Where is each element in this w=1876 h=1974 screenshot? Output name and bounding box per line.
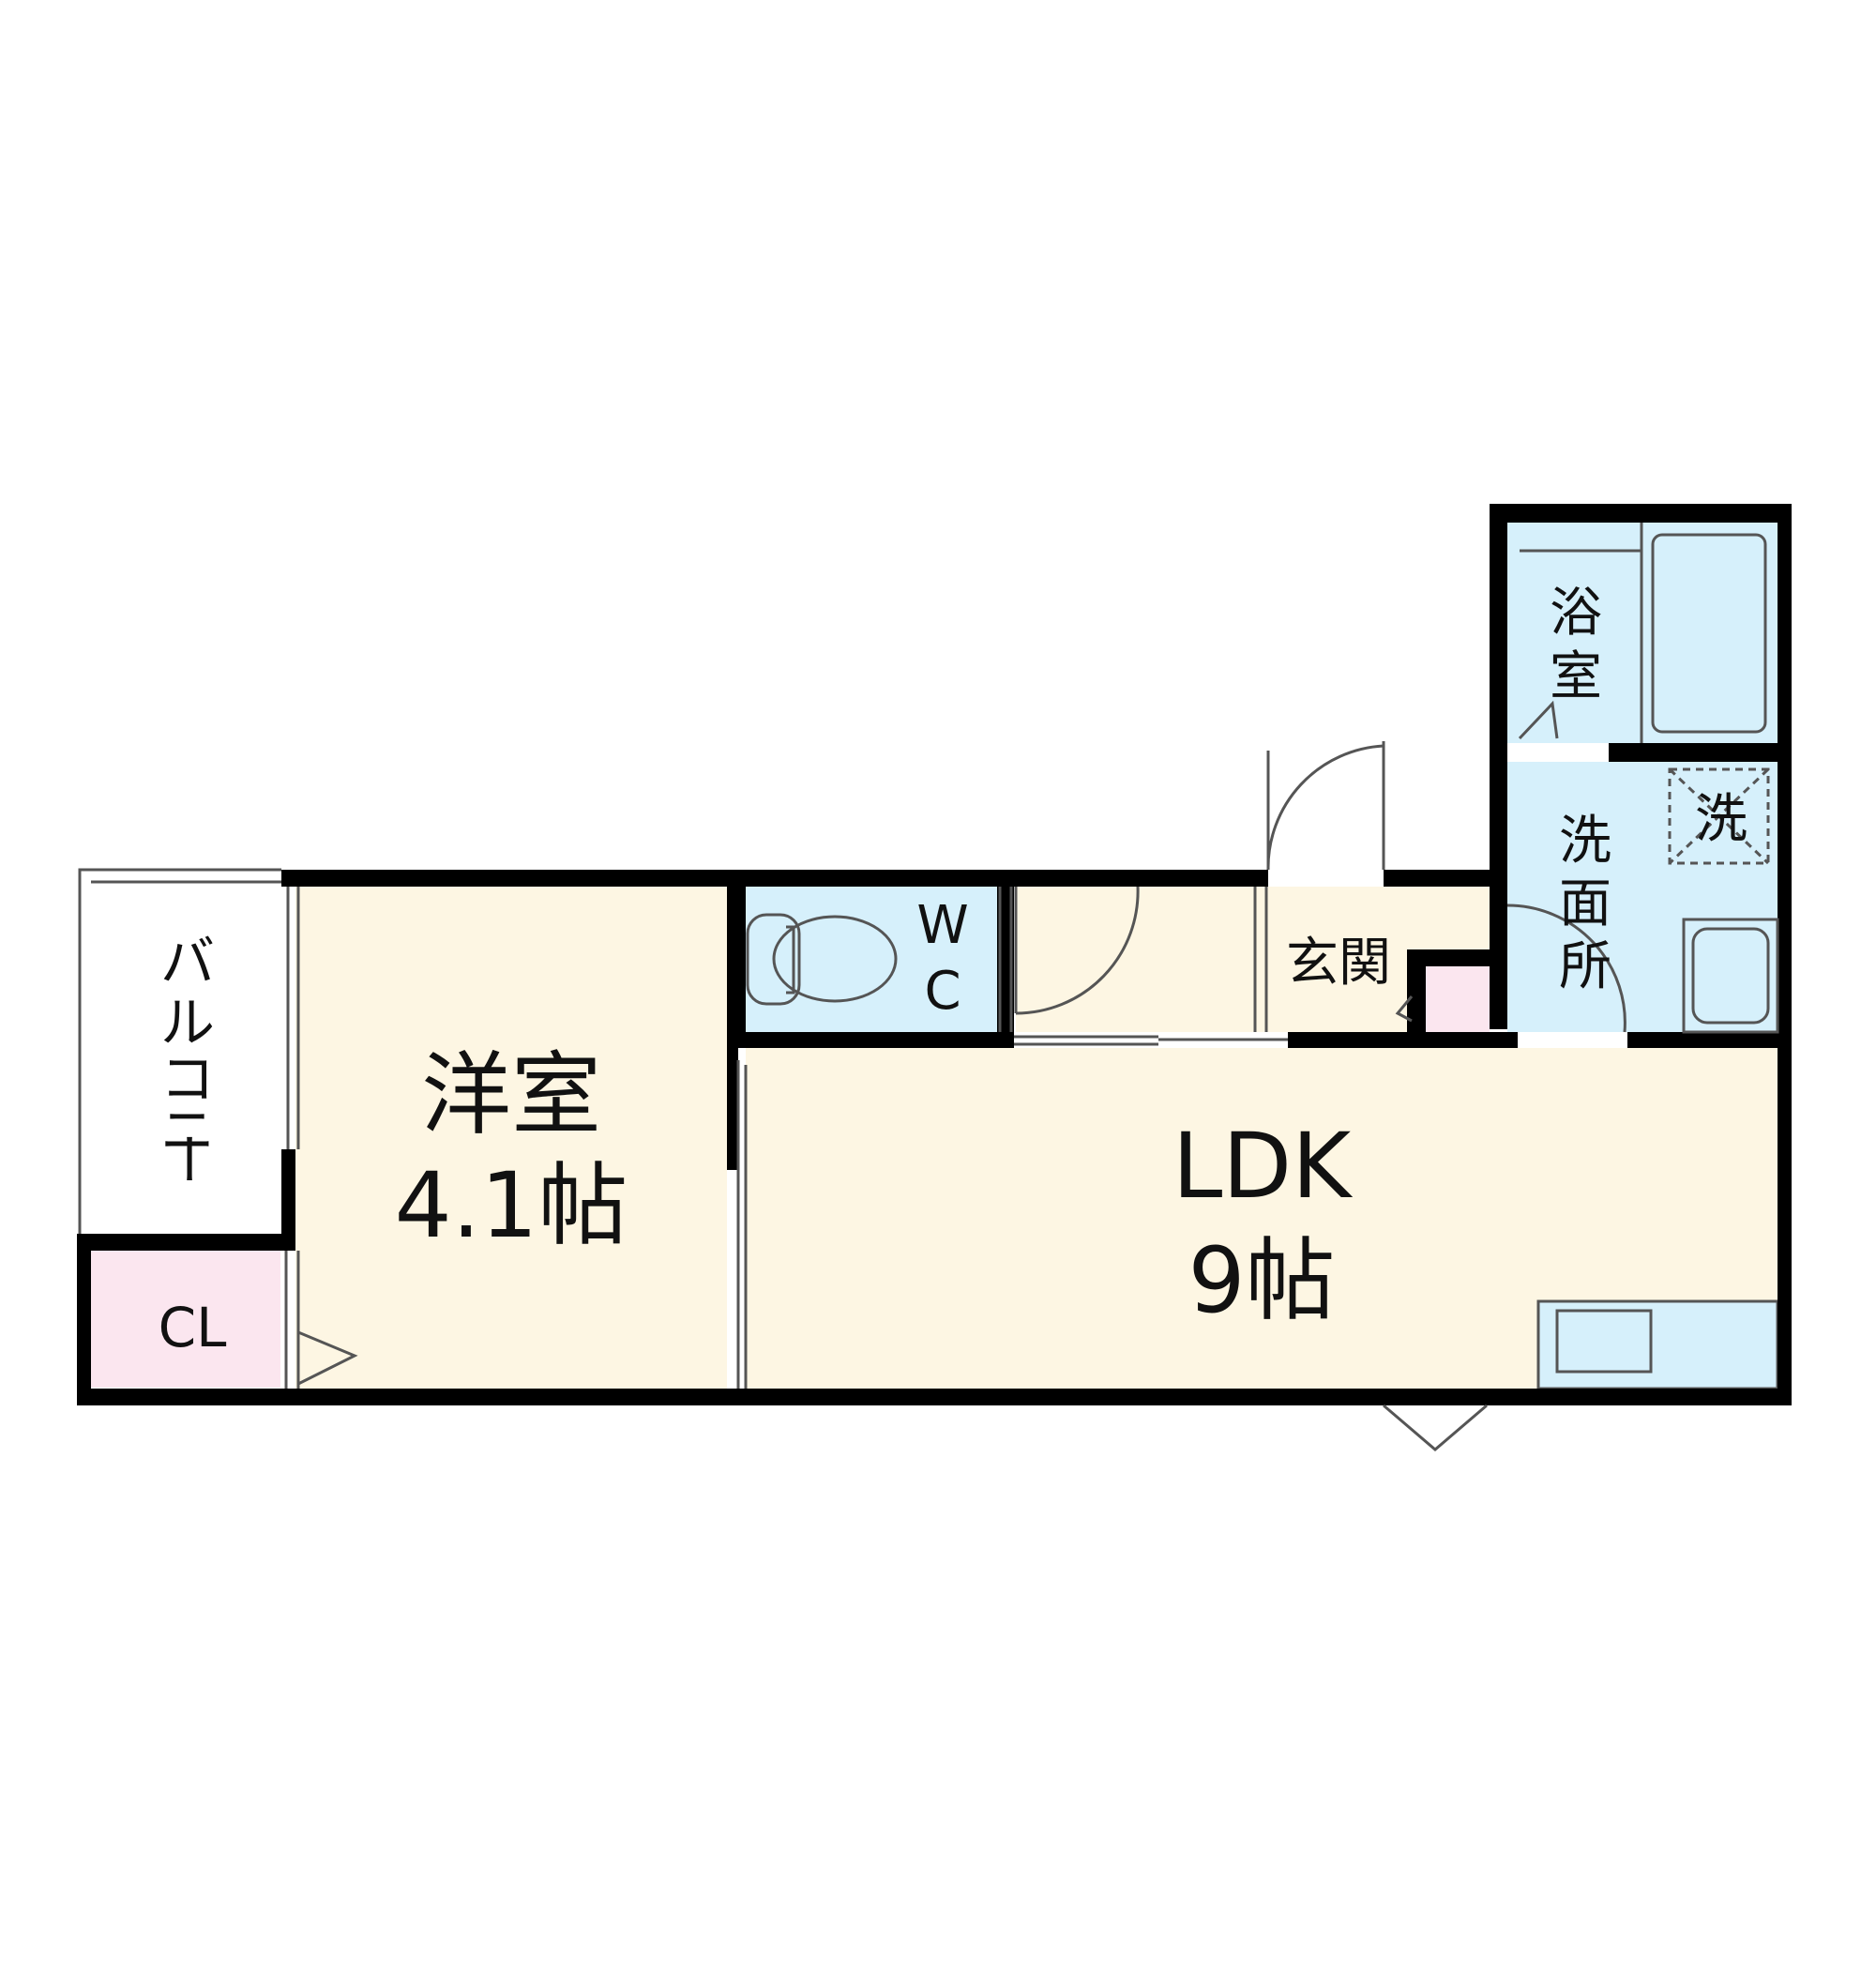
western-room-area (295, 887, 727, 1389)
wall-washroom-bottom (1627, 1032, 1792, 1048)
ldk-door-top (1014, 1035, 1158, 1046)
walls (77, 504, 1792, 1405)
washroom-label-1: 洗 (1559, 811, 1611, 872)
wall-shoe-top (1407, 949, 1490, 966)
labels: バ ル コ ニ ー CL 洋室 4.1帖 LDK 9帖 W C 玄関 浴 室 洗… (156, 583, 1747, 1359)
balcony-label-5: ー (156, 1131, 219, 1186)
shoe-closet-area (1426, 966, 1490, 1032)
fixtures (78, 523, 1779, 1451)
balcony-label-1: バ (160, 930, 215, 994)
western-window (286, 887, 300, 1149)
wall-shoe-left (1407, 949, 1426, 1032)
bath-door-swing (1518, 700, 1559, 740)
wall-hall-bottom (1288, 1032, 1507, 1048)
balcony-label-4: ニ (160, 1099, 215, 1162)
balcony-outline (78, 868, 281, 1234)
ldk-vent (1383, 1404, 1488, 1451)
balcony-area (80, 870, 281, 1234)
wall-bath-divider (1609, 743, 1792, 762)
hall-door-swing (1015, 886, 1140, 1015)
bathtub (1651, 533, 1767, 734)
balcony-label-2: ル (160, 991, 215, 1055)
washroom-label-2: 面 (1559, 873, 1611, 934)
sliding-door (736, 1060, 748, 1389)
kitchen-counter (1536, 1299, 1779, 1390)
closet-door (284, 1251, 300, 1389)
wall-partition-upper (727, 870, 746, 1043)
closet-area (91, 1251, 280, 1388)
wall-western-left-mid (281, 1149, 295, 1238)
wall-top-main (281, 870, 1268, 887)
wc-label-w: W (916, 895, 968, 956)
wall-bottom (77, 1389, 1792, 1405)
washer-label: 洗 (1695, 789, 1747, 850)
wall-bath-left (1490, 504, 1507, 1029)
wc-door (998, 887, 1013, 1032)
western-vent (297, 1330, 358, 1386)
ldk-name: LDK (1172, 1114, 1353, 1219)
wall-top-entrance (1384, 870, 1505, 887)
entrance-step (1253, 887, 1268, 1032)
entrance-marker (1395, 995, 1414, 1023)
wall-western-left-upper (281, 870, 295, 884)
balcony-label-3: コ (160, 1047, 215, 1111)
washbasin-counter (1682, 918, 1779, 1034)
toilet-bowl (772, 915, 898, 1003)
kitchen-sink (1555, 1309, 1653, 1374)
bath-label-1: 浴 (1550, 583, 1602, 644)
washer-cross (1668, 767, 1770, 865)
front-door-swing (1266, 744, 1384, 871)
wall-wc-bottom (727, 1032, 1014, 1048)
washer-space (1668, 767, 1770, 865)
western-room-size: 4.1帖 (395, 1153, 628, 1258)
wall-closet-top (77, 1234, 295, 1251)
bath-label-2: 室 (1550, 646, 1602, 707)
toilet-seat (786, 925, 795, 995)
wall-bath-top (1490, 504, 1792, 523)
washroom-area (1507, 762, 1778, 1032)
closet-label: CL (159, 1296, 227, 1359)
washroom-label-3: 所 (1559, 936, 1611, 997)
ldk-size: 9帖 (1188, 1228, 1335, 1333)
wc-area (746, 887, 997, 1032)
wall-right (1778, 504, 1792, 1405)
room-fills (80, 523, 1779, 1390)
toilet-tank (746, 913, 801, 1006)
entrance-label: 玄関 (1286, 933, 1391, 994)
wall-washroom-bottom-left (1490, 1032, 1518, 1048)
wc-label-c: C (924, 961, 961, 1022)
wall-partition-mid (727, 1043, 738, 1170)
washroom-door-swing (1506, 903, 1626, 1033)
western-room-name: 洋室 (421, 1042, 601, 1147)
washbasin (1691, 927, 1770, 1025)
wall-closet-left (77, 1234, 91, 1405)
